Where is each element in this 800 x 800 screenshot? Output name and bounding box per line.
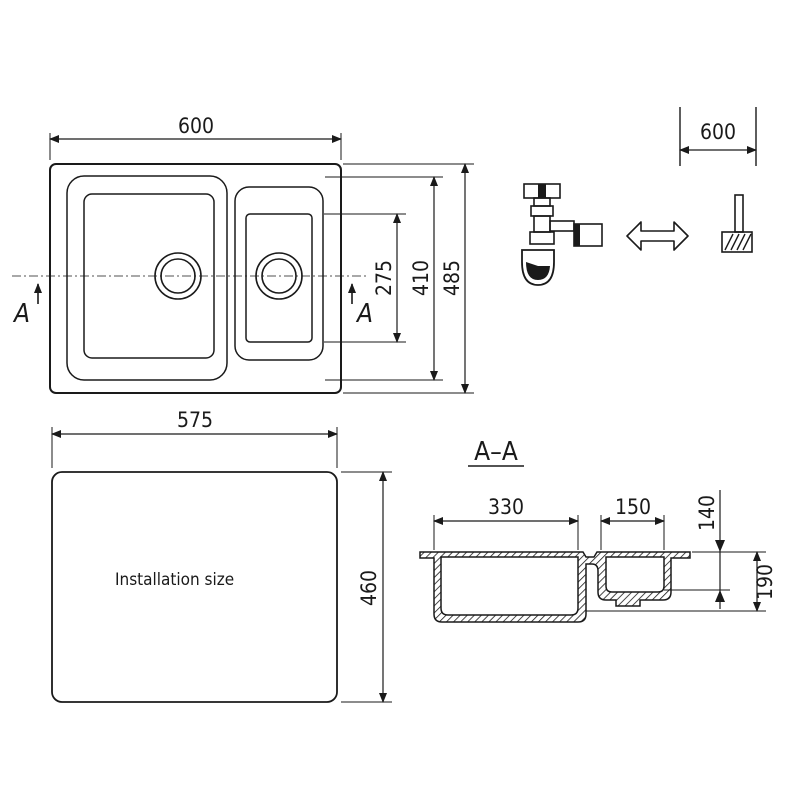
rim-depth-label: 410	[409, 260, 433, 296]
big-depth-label: 190	[753, 564, 777, 600]
cutout-view: Installation size 575 460	[51, 408, 392, 703]
cutout-caption: Installation size	[115, 570, 234, 590]
small-bowl-dimension: 275	[324, 213, 406, 343]
cutout-width-label: 575	[177, 408, 213, 432]
section-marker-left-label: A	[12, 299, 30, 329]
big-bowl-label: 330	[488, 495, 524, 519]
small-bowl-rim	[234, 186, 324, 361]
section-title: A–A	[474, 437, 518, 467]
bottle-trap-icon	[721, 194, 753, 253]
swap-arrow-icon	[626, 221, 689, 251]
depth-label: 485	[440, 260, 464, 296]
width-dimension: 600	[49, 114, 342, 160]
cutout-height-label: 460	[357, 570, 381, 606]
rim-depth-dimension: 410	[325, 176, 443, 381]
siphon-icon	[521, 183, 603, 286]
cutout-height-dimension: 460	[341, 471, 392, 703]
section-marker-right-label: A	[355, 299, 373, 329]
section-marker-left: A	[12, 283, 42, 329]
cutout-width-dimension: 575	[51, 408, 338, 468]
small-depth-label: 140	[695, 495, 719, 531]
section-view: A–A 330 150 140 190	[419, 437, 777, 623]
section-profile	[419, 551, 691, 623]
cutout-outline	[51, 471, 338, 703]
small-bowl-label: 275	[372, 260, 396, 296]
width-label: 600	[178, 114, 214, 138]
small-bowl-section-label: 150	[615, 495, 651, 519]
big-depth-dimension: 190	[586, 551, 777, 612]
sink-top-view: A A 600 275 410	[12, 114, 474, 394]
small-depth-dimension: 140	[664, 490, 766, 609]
large-bowl-rim	[66, 175, 228, 381]
section-marker-right: A	[348, 283, 373, 329]
cabinet-dimension: 600	[679, 107, 757, 166]
big-bowl-dimension: 330	[433, 495, 579, 550]
depth-dimension: 485	[343, 163, 474, 394]
small-bowl-section-dimension: 150	[600, 495, 665, 550]
small-bowl-basin	[245, 213, 313, 343]
cabinet-label: 600	[700, 120, 736, 144]
sink-outline	[49, 163, 342, 394]
